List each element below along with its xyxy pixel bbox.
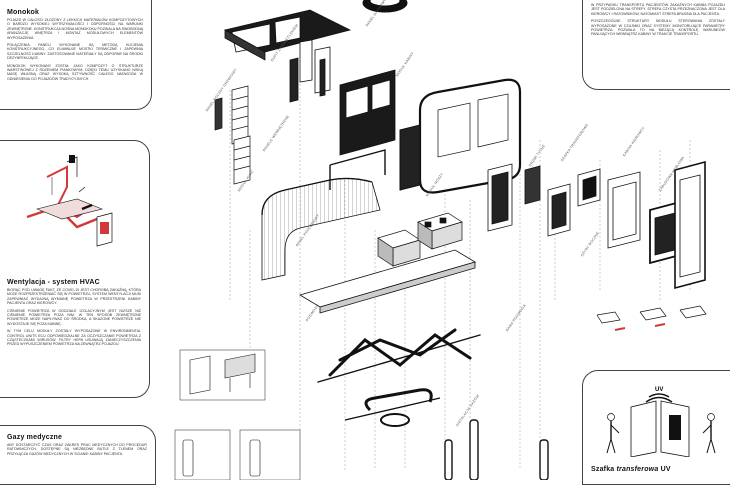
monokok-paragraph: Połączenia paneli wykonane są metodą kle… (7, 43, 143, 61)
right-equipment-modules (487, 160, 706, 290)
floor-platform (299, 249, 476, 314)
hvac-panel: Wentylacja - system HVAC Biorąc pod uwag… (0, 140, 150, 398)
roof-wall-panel (223, 9, 352, 61)
floor-rail-frame (329, 149, 386, 190)
monokok-panel: Monokok Pojazd w całości złożony z lekki… (0, 0, 152, 110)
chassis-lower-frame (344, 388, 441, 427)
monokok-paragraph: Pojazd w całości złożony z lekkich mater… (7, 18, 143, 40)
info-paragraph: W przypadku transportu pacjentów zakaźny… (591, 3, 725, 16)
hvac-title: Wentylacja - system HVAC (7, 279, 100, 286)
gas-sketches (174, 429, 301, 480)
hvac-paragraph: Ciśnienie powietrza w oddziale izolacyjn… (7, 308, 141, 326)
stretcher-modules (377, 212, 463, 267)
chassis-frame (317, 328, 481, 383)
gazy-paragraph: Aby dostarczyć czas oraz zakres prac med… (7, 443, 147, 456)
uv-title: Szafka transferowa UV (591, 466, 725, 473)
monokok-title: Monokok (7, 9, 40, 16)
uv-icon-label: UV (655, 387, 663, 393)
interior-frames (289, 39, 331, 103)
hvac-paragraph: Biorąc pod uwagę fakt, że COVID-19 jest … (7, 288, 141, 306)
left-rack-modules (214, 85, 251, 185)
uv-panel: UV Szafka transferowa UV (582, 370, 730, 485)
top-cylinder (362, 0, 408, 13)
uv-diagram: UV (606, 387, 716, 458)
hvac-paragraph: W tym celu moduły zostały wyposażone w E… (7, 329, 141, 347)
uv-title-part: UV (658, 466, 671, 473)
side-wall-panel (339, 69, 396, 156)
info-panel-top-right: W przypadku transportu pacjentów zakaźny… (582, 0, 730, 90)
cabin-module (399, 78, 522, 194)
gas-cylinders (444, 419, 549, 480)
ribbed-roof-shell (261, 177, 381, 281)
detail-sketch-trolley (179, 349, 266, 401)
uv-title-em: transferowa (616, 466, 659, 473)
gazy-panel: Gazy medyczne Aby dostarczyć czas oraz z… (0, 425, 156, 485)
tray-details (596, 305, 707, 331)
gazy-title: Gazy medyczne (7, 434, 63, 441)
hvac-diagram (26, 155, 113, 247)
info-paragraph: Poszczególne struktury modułu sterowania… (591, 19, 725, 37)
monokok-paragraph: Monokok wykonany został jako kompozyt o … (7, 63, 143, 81)
uv-title-part: Szafka (591, 466, 617, 473)
